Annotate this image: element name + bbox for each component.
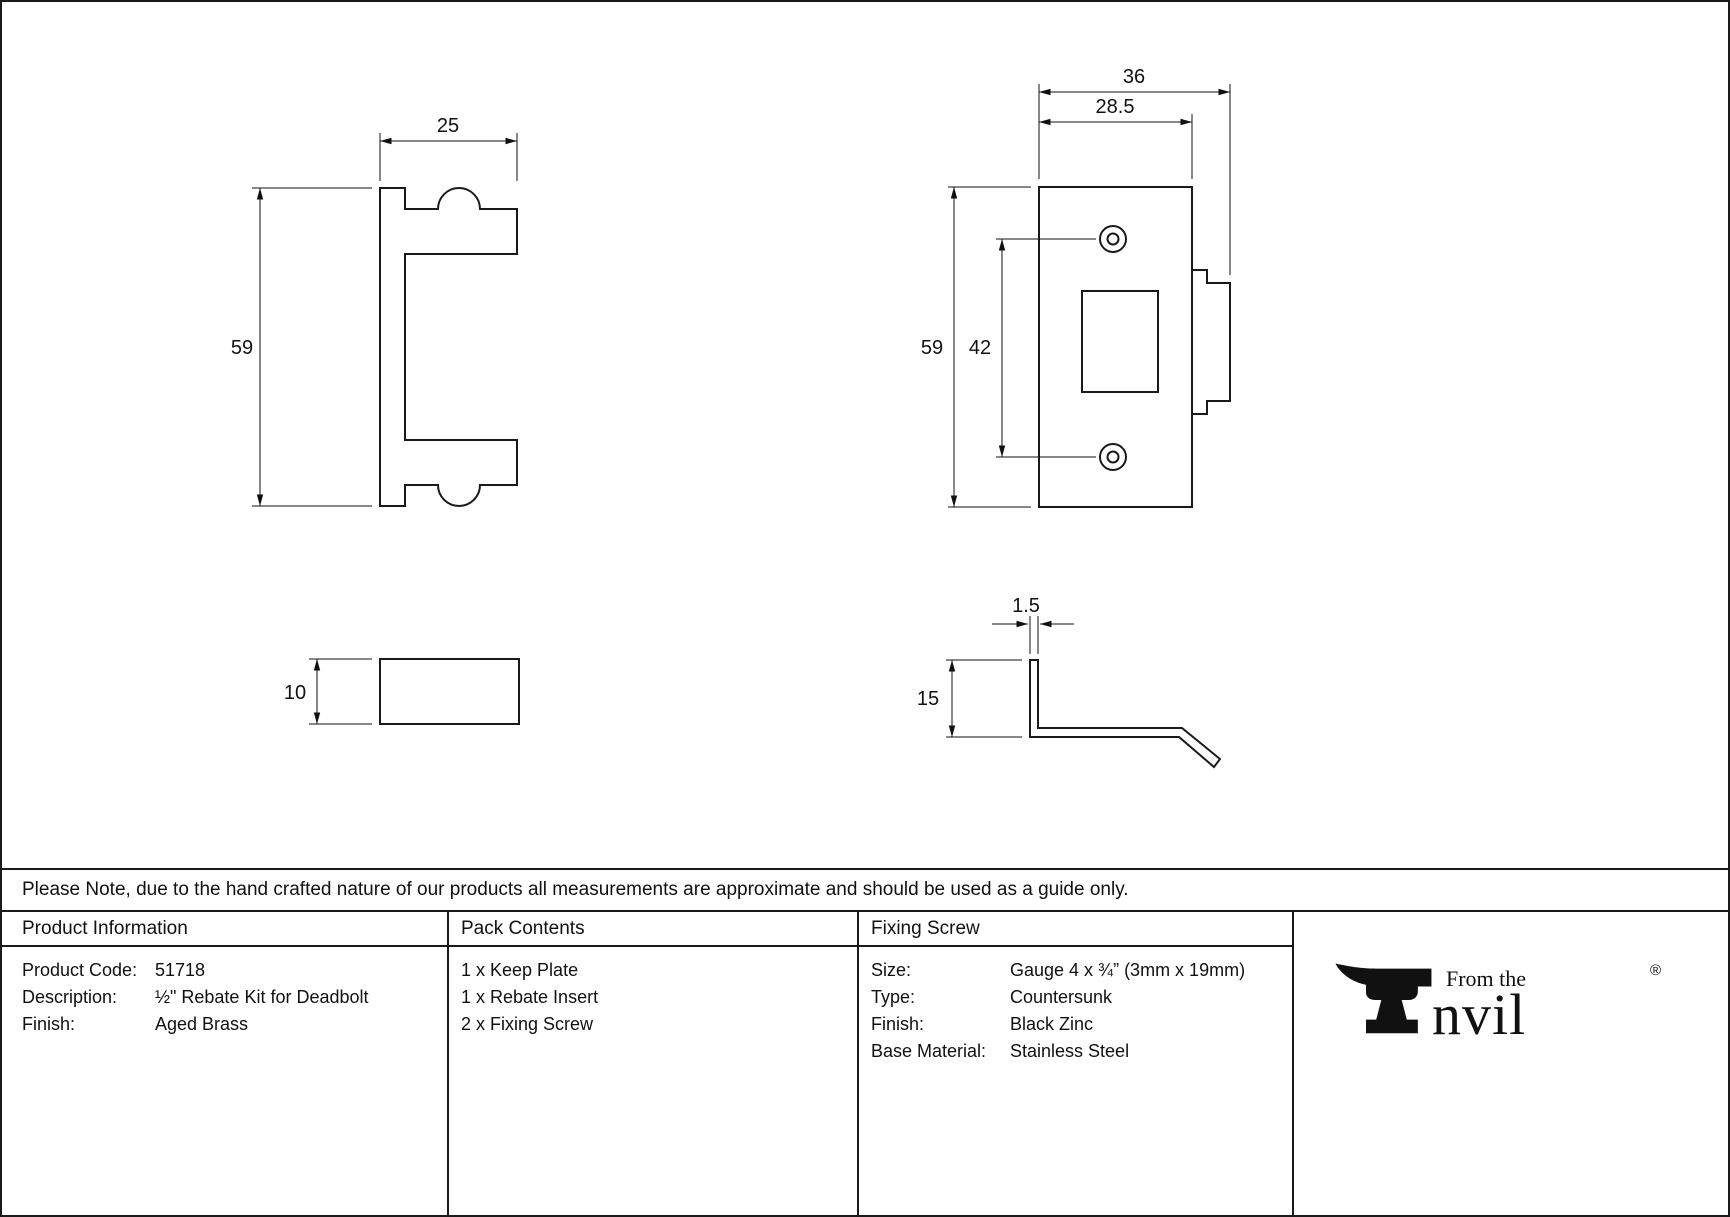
registered-trademark-icon: ® [1650, 962, 1662, 979]
fixing-screw-body: Size: Gauge 4 x ¾” (3mm x 19mm) Type: Co… [859, 947, 1292, 1062]
brand-logo-cell: From the nvil ® [1292, 912, 1728, 1215]
logo-from-the-text: From the [1446, 966, 1527, 991]
note-text: Please Note, due to the hand crafted nat… [22, 879, 1129, 900]
rebate-insert-side-outline [379, 658, 520, 725]
dim-lip-thickness: 1.5 [1012, 595, 1040, 617]
screw-size-value: Gauge 4 x ¾” (3mm x 19mm) [1010, 960, 1246, 980]
screw-hole-bottom-inner [1106, 450, 1120, 464]
screw-finish-row: Finish: Black Zinc [871, 1014, 1292, 1035]
pack-contents-header: Pack Contents [449, 912, 857, 947]
screw-material-label: Base Material: [871, 1041, 987, 1061]
keep-plate-front-outline [1038, 186, 1193, 508]
screw-material-value: Stainless Steel [1010, 1041, 1130, 1061]
dim-keep-plate-width: 28.5 [1096, 96, 1135, 118]
measurement-note: Please Note, due to the hand crafted nat… [2, 868, 1728, 910]
finish-label: Finish: [22, 1014, 76, 1034]
screw-finish-value: Black Zinc [1010, 1014, 1094, 1034]
logo-brand-name: nvil [1432, 982, 1527, 1047]
dim-hole-spacing: 42 [969, 337, 991, 359]
screw-type-row: Type: Countersunk [871, 987, 1292, 1008]
pack-contents-body: 1 x Keep Plate 1 x Rebate Insert 2 x Fix… [449, 947, 857, 1035]
description-row: Description: ½" Rebate Kit for Deadbolt [22, 987, 447, 1008]
screw-hole-bottom [1099, 443, 1127, 471]
dim-keep-overall-width: 36 [1123, 66, 1145, 88]
dim-keep-height: 59 [921, 337, 943, 359]
keep-plate-tab [1192, 269, 1231, 415]
bolt-cutout [1081, 290, 1159, 393]
dim-keep-depth: 15 [917, 688, 939, 710]
product-information-column: Product Information Product Code: 51718 … [2, 912, 447, 1215]
product-code-row: Product Code: 51718 [22, 960, 447, 981]
description-value: ½" Rebate Kit for Deadbolt [155, 987, 369, 1007]
screw-size-row: Size: Gauge 4 x ¾” (3mm x 19mm) [871, 960, 1292, 981]
anvil-icon [1335, 963, 1432, 1034]
product-information-body: Product Code: 51718 Description: ½" Reba… [2, 947, 447, 1035]
dim-insert-thickness: 10 [284, 682, 306, 704]
screw-hole-top-inner [1106, 232, 1120, 246]
finish-row: Finish: Aged Brass [22, 1014, 447, 1035]
screw-finish-label: Finish: [871, 1014, 925, 1034]
dim-insert-width: 25 [437, 115, 459, 137]
screw-type-label: Type: [871, 987, 916, 1007]
fixing-screw-header: Fixing Screw [859, 912, 1292, 947]
pack-item: 1 x Rebate Insert [461, 987, 599, 1007]
screw-material-row: Base Material: Stainless Steel [871, 1041, 1292, 1062]
product-code-label: Product Code: [22, 960, 138, 980]
dim-insert-height: 59 [231, 337, 253, 359]
screw-size-label: Size: [871, 960, 912, 980]
finish-value: Aged Brass [155, 1014, 249, 1034]
screw-type-value: Countersunk [1010, 987, 1113, 1007]
description-label: Description: [22, 987, 118, 1007]
pack-contents-column: Pack Contents 1 x Keep Plate 1 x Rebate … [447, 912, 857, 1215]
product-code-value: 51718 [155, 960, 206, 980]
fixing-screw-column: Fixing Screw Size: Gauge 4 x ¾” (3mm x 1… [857, 912, 1292, 1215]
pack-item: 2 x Fixing Screw [461, 1014, 594, 1034]
technical-drawings: 25 59 10 36 28.5 59 42 [231, 66, 1231, 769]
screw-hole-top [1099, 225, 1127, 253]
keep-plate-side-outline [1029, 659, 1222, 769]
pack-item: 1 x Keep Plate [461, 960, 579, 980]
info-table: Product Information Product Code: 51718 … [2, 910, 1728, 1215]
product-information-header: Product Information [2, 912, 447, 947]
rebate-insert-front-outline [379, 187, 518, 507]
